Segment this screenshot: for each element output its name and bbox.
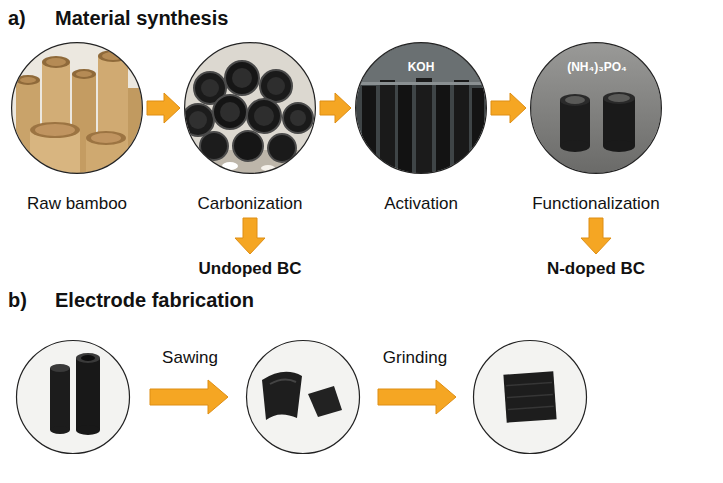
photo-circle: [247, 341, 360, 454]
step-label: Grinding: [383, 348, 447, 368]
sawn-pieces-photo: [247, 341, 359, 453]
step-label: Sawing: [162, 348, 218, 368]
product-name: Undoped BC: [199, 258, 302, 280]
step-label: Raw bamboo: [27, 194, 127, 214]
photo-text: KOH: [408, 60, 435, 74]
product-name: N-doped BC: [547, 258, 645, 280]
section-heading: a): [8, 6, 26, 30]
process-arrow: [235, 218, 265, 254]
process-arrow: [378, 380, 456, 414]
process-arrow: [147, 93, 180, 123]
process-arrow: [581, 218, 611, 254]
process-arrow: [320, 93, 351, 123]
section-heading: Material synthesis: [55, 6, 228, 30]
step-label: Functionalization: [532, 194, 660, 214]
step-label: Activation: [384, 194, 458, 214]
activation-photo: [355, 42, 487, 174]
product-label: N-doped BC: [543, 258, 649, 280]
photo-circle: Raw bamboo: [11, 42, 143, 174]
raw-bamboo-photo: [11, 42, 144, 174]
photo-text: (NH₄)₃PO₄: [567, 60, 627, 74]
carbonized-bamboo-photo: [182, 42, 316, 174]
process-arrow: [491, 93, 526, 123]
section-heading: b): [8, 288, 27, 312]
ground-electrode-photo: [474, 341, 586, 453]
photo-circle: [474, 341, 587, 454]
photo-circle: [17, 341, 130, 454]
product-label: Undoped BC: [195, 258, 306, 280]
circle-outline: [11, 42, 143, 174]
functionalization-photo: [530, 42, 662, 174]
bamboo-carbon-cylinders-photo: [17, 341, 129, 453]
circle-outline: [184, 42, 316, 174]
process-arrow: [150, 380, 228, 414]
step-label: Carbonization: [198, 194, 303, 214]
photo-circle: Carbonization: [184, 42, 316, 174]
section-heading: Electrode fabrication: [55, 288, 254, 312]
